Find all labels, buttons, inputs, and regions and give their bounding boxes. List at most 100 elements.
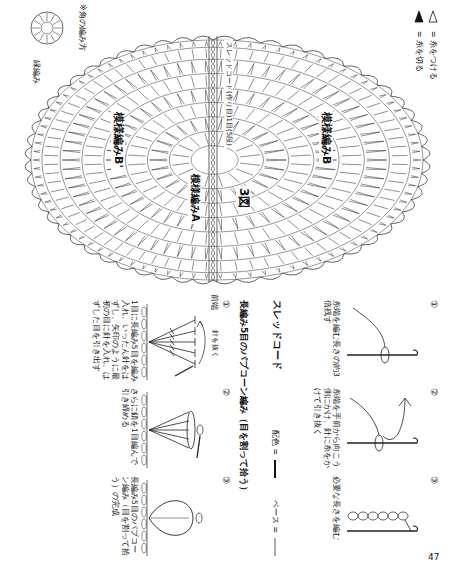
stitch-symbol (164, 228, 171, 239)
edging-scallop (27, 173, 35, 186)
edging-scallop (260, 273, 283, 279)
stitch-symbol (119, 59, 124, 63)
edging-scallop (38, 200, 49, 212)
stitch-symbol (205, 176, 208, 187)
round-line (82, 74, 213, 247)
line-sample (275, 538, 276, 556)
stitch-symbol (232, 91, 238, 102)
stitch-symbol (45, 146, 59, 147)
stitch-symbol (351, 75, 357, 79)
chain-stitch (211, 40, 214, 45)
stitch-symbol (153, 192, 165, 200)
stitch-symbol (317, 69, 326, 76)
chain-stitch (211, 46, 214, 51)
stitch-symbol (305, 64, 313, 72)
stitch-symbol (411, 142, 419, 144)
stitch-symbol (303, 261, 308, 265)
stitch-symbol (205, 233, 207, 245)
stitch-symbol (290, 51, 294, 55)
stitch-symbol (264, 258, 269, 267)
stitch-symbol (349, 199, 368, 205)
stitch-symbol (89, 136, 106, 139)
stitch-symbol (205, 190, 208, 202)
edging-scallop (100, 58, 117, 66)
stitch-symbol (191, 91, 196, 102)
chain-stitch (211, 178, 214, 183)
stitch-symbol (177, 245, 182, 256)
stitch-symbol (367, 212, 381, 217)
edging-scallop (116, 51, 134, 59)
stitch-symbol (332, 188, 351, 192)
stitch-symbol (355, 192, 374, 197)
stitch-symbol (291, 164, 311, 165)
stitch-symbol (361, 81, 368, 85)
stitch-symbol (89, 180, 106, 183)
stitch-symbol (127, 248, 134, 256)
stitch-symbol (56, 102, 62, 105)
stitch-symbol (262, 45, 265, 49)
edging-scallop (418, 133, 428, 146)
stitch-symbol (341, 106, 359, 113)
stitch-symbol (152, 166, 169, 170)
stitch-symbol (138, 91, 148, 100)
stitch-symbol (252, 132, 268, 140)
edging-scallop (344, 245, 362, 254)
chain-stitch (142, 407, 146, 417)
stitch-symbol (300, 190, 318, 197)
stitch-symbol (206, 262, 208, 271)
stitch-symbol (219, 248, 222, 260)
stitch-symbol (152, 150, 169, 154)
edging-scallop (344, 66, 362, 75)
stitch-symbol (45, 173, 59, 174)
stitch-symbol (235, 49, 237, 58)
label-text: 長編み5目のパプコーン編み（目を割って拾う） (238, 300, 249, 560)
stitch-symbol (131, 172, 148, 175)
stitch-symbol (95, 99, 110, 107)
stitch-symbol (191, 106, 196, 117)
stitch-symbol (205, 42, 208, 46)
edging-scallop (325, 58, 344, 66)
legend-sample (271, 458, 281, 480)
stitch-symbol (155, 268, 158, 272)
edging-scallop (422, 160, 430, 173)
legend-text: = 糸を切る (414, 31, 425, 72)
stitch-symbol (152, 255, 157, 263)
stitch-symbol (130, 115, 144, 123)
stitch-symbol (262, 243, 270, 254)
stitch-symbol (246, 94, 254, 105)
label-text: 必要な長さを編む (332, 476, 341, 558)
stitch-symbol (220, 49, 222, 58)
label-text: ① (220, 300, 231, 308)
double-crochet (149, 342, 195, 357)
stitch-symbol (34, 167, 41, 169)
round-line (213, 47, 410, 273)
stitch-symbol (284, 136, 302, 141)
foundation-line (217, 36, 218, 282)
stitch-symbol (312, 85, 326, 94)
stitch-symbol (108, 202, 122, 209)
figure-title: 3図 (236, 186, 251, 210)
chain-stitch (196, 513, 202, 523)
stitch-symbol (86, 146, 103, 148)
chain-stitch (142, 367, 146, 377)
stitch-symbol (351, 242, 357, 246)
stitch-symbol (192, 261, 194, 270)
stitch-symbol (336, 180, 355, 183)
corner-circle (31, 12, 63, 44)
stitch-symbol (150, 70, 159, 81)
stitch-symbol (218, 190, 222, 202)
stitch-symbol (177, 78, 182, 89)
stitch-symbol (412, 167, 420, 169)
thread-cord (358, 512, 368, 520)
stitch-symbol (332, 127, 351, 131)
stitch-symbol (86, 207, 101, 214)
corner-circle (41, 22, 53, 34)
stitch-symbol (366, 151, 386, 153)
stitch-symbol (164, 97, 173, 108)
stitch-symbol (180, 43, 183, 47)
label-text: 針を抜く (210, 330, 219, 358)
stitch-symbol (220, 75, 221, 87)
stitch-symbol (86, 172, 103, 174)
chain-stitch (211, 148, 214, 153)
stitch-symbol (391, 146, 407, 147)
